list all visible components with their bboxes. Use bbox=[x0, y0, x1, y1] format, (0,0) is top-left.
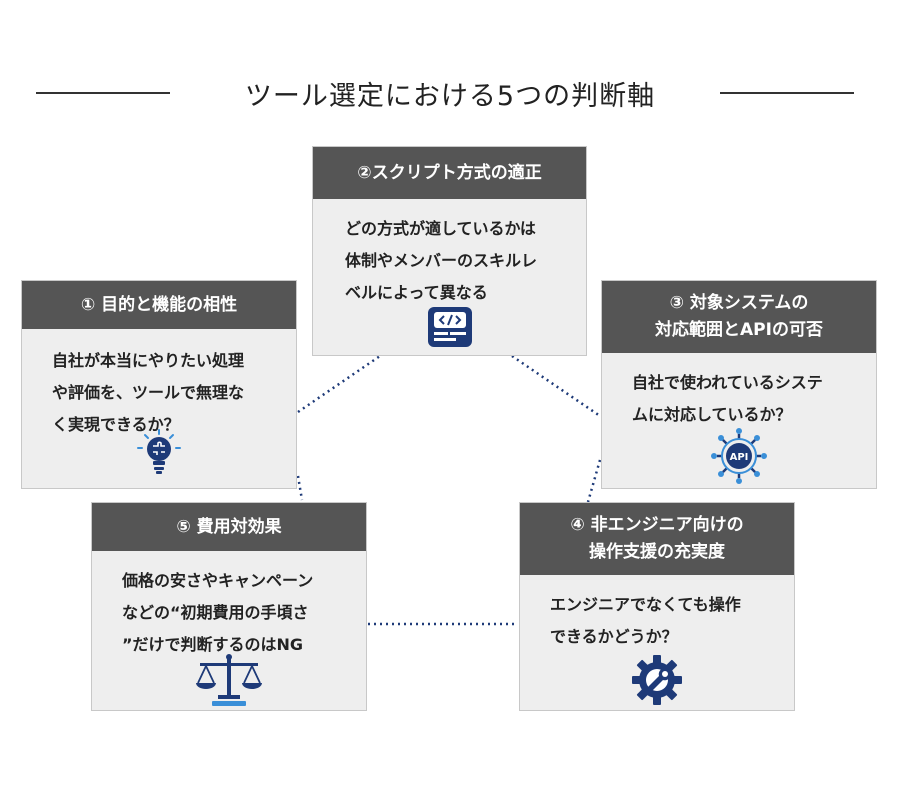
card-header: ① 目的と機能の相性 bbox=[22, 281, 296, 329]
title-bar: ツール選定における5つの判断軸 bbox=[0, 70, 900, 114]
connector-5-1 bbox=[296, 475, 304, 501]
balance-scale-icon bbox=[194, 653, 264, 711]
api-label: API bbox=[730, 452, 749, 463]
card-body: エンジニアでなくても操作 できるかどうか？ bbox=[550, 595, 741, 646]
title-divider-left bbox=[36, 92, 170, 94]
card-body: 自社が本当にやりたい処理 や評価を、ツールで無理な く実現できるか？ bbox=[52, 351, 245, 434]
card-body: 価格の安さやキャンペーン などの“初期費用の手頃さ ”だけで判断するのはNG bbox=[122, 571, 314, 654]
title-divider-right bbox=[720, 92, 854, 94]
card-header: ②スクリプト方式の適正 bbox=[313, 147, 586, 199]
criterion-card-4: ④ 非エンジニア向けの 操作支援の充実度 エンジニアでなくても操作 できるかどう… bbox=[519, 502, 795, 711]
card-header: ③ 対象システムの 対応範囲とAPIの可否 bbox=[602, 281, 876, 353]
criterion-card-5: ⑤ 費用対効果 価格の安さやキャンペーン などの“初期費用の手頃さ ”だけで判断… bbox=[91, 502, 367, 711]
lightbulb-puzzle-icon bbox=[135, 429, 183, 479]
criterion-card-3: ③ 対象システムの 対応範囲とAPIの可否 自社で使われているシステ ムに対応し… bbox=[601, 280, 877, 489]
connector-3-4 bbox=[586, 459, 602, 503]
page-title: ツール選定における5つの判断軸 bbox=[244, 81, 656, 112]
card-header: ⑤ 費用対効果 bbox=[92, 503, 366, 551]
card-body: 自社で使われているシステ ムに対応しているか？ bbox=[632, 373, 823, 424]
criterion-card-1: ① 目的と機能の相性 自社が本当にやりたい処理 や評価を、ツールで無理な く実現… bbox=[21, 280, 297, 489]
card-body: どの方式が適しているかは 体制やメンバーのスキルレ ベルによって異なる bbox=[345, 219, 538, 302]
connector-1-2 bbox=[297, 354, 381, 414]
connector-2-3 bbox=[511, 354, 601, 418]
gear-wrench-icon bbox=[632, 655, 682, 709]
code-window-icon bbox=[426, 305, 474, 353]
api-network-icon: API bbox=[710, 427, 768, 489]
card-header: ④ 非エンジニア向けの 操作支援の充実度 bbox=[520, 503, 794, 575]
criterion-card-2: ②スクリプト方式の適正 どの方式が適しているかは 体制やメンバーのスキルレ ベル… bbox=[312, 146, 587, 356]
